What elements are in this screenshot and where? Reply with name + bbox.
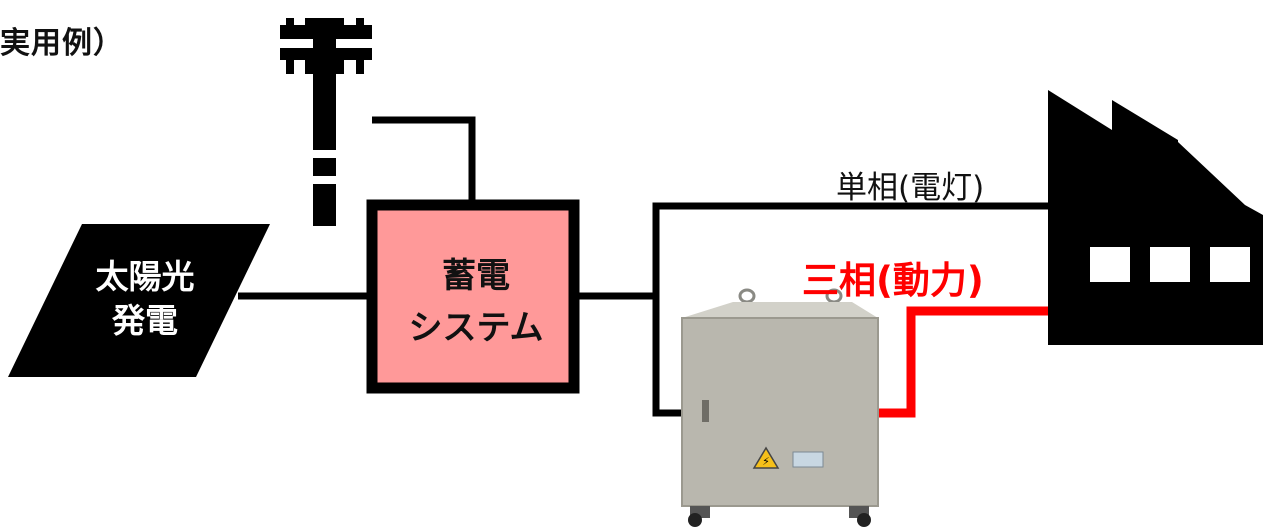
three-phase-label: 三相(動力): [802, 259, 984, 302]
solar-panel-node: [8, 224, 270, 377]
battery-system-node: [366, 199, 580, 394]
svg-text:⚡: ⚡: [762, 455, 770, 468]
three-phase-line: [876, 306, 1058, 418]
transformer-cabinet-icon: ⚡: [681, 288, 879, 527]
factory-icon: [1048, 90, 1263, 345]
utility-pole-icon: [280, 18, 372, 226]
page-title: 実用例）: [0, 26, 124, 61]
battery-label-line1: 蓄電: [442, 256, 510, 296]
solar-label-line2: 発電: [112, 301, 178, 340]
connection-lines: [238, 116, 1058, 417]
grid-line: [372, 116, 476, 205]
battery-label-line2: システム: [408, 308, 544, 348]
battery-to-transformer-line: [652, 296, 690, 417]
battery-label: 蓄電 システム: [378, 250, 574, 354]
single-phase-label: 単相(電灯): [836, 170, 985, 206]
solar-label: 太陽光 発電: [60, 255, 230, 343]
solar-label-line1: 太陽光: [95, 257, 195, 296]
single-phase-line: [652, 202, 1058, 296]
